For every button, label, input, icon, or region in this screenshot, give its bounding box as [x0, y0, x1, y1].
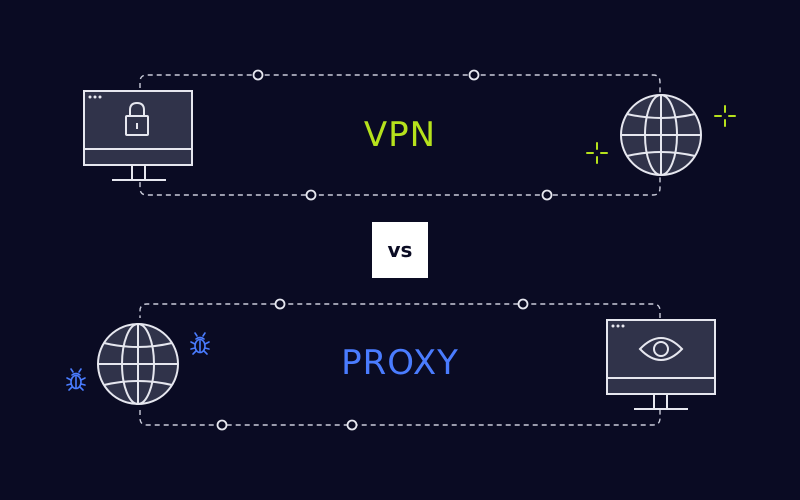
monitor-eye-icon [606, 319, 716, 410]
proxy-tunnel-nodes [216, 298, 529, 431]
node-dot [517, 298, 529, 310]
node-dot [305, 189, 317, 201]
vs-text: vs [387, 238, 413, 262]
proxy-tunnel [139, 303, 661, 426]
vs-badge: vs [372, 222, 428, 278]
vpn-label: VPN [363, 115, 437, 155]
bug-icon [190, 332, 210, 355]
vpn-tunnel-nodes [252, 69, 553, 201]
node-dot [346, 419, 358, 431]
eye-icon [638, 337, 684, 361]
node-dot [541, 189, 553, 201]
sparkle-icon [586, 142, 608, 164]
proxy-tunnel-path [139, 303, 661, 426]
window-dots [611, 324, 625, 328]
bug-icon [66, 368, 86, 391]
node-dot [468, 69, 480, 81]
sparkle-icon [714, 105, 736, 127]
node-dot [252, 69, 264, 81]
monitor-lock-icon [83, 90, 193, 181]
node-dot [216, 419, 228, 431]
proxy-label: PROXY [341, 343, 459, 383]
window-dots [88, 95, 102, 99]
globe-icon [97, 323, 179, 405]
globe-icon [620, 94, 702, 176]
node-dot [274, 298, 286, 310]
lock-icon [125, 101, 149, 136]
